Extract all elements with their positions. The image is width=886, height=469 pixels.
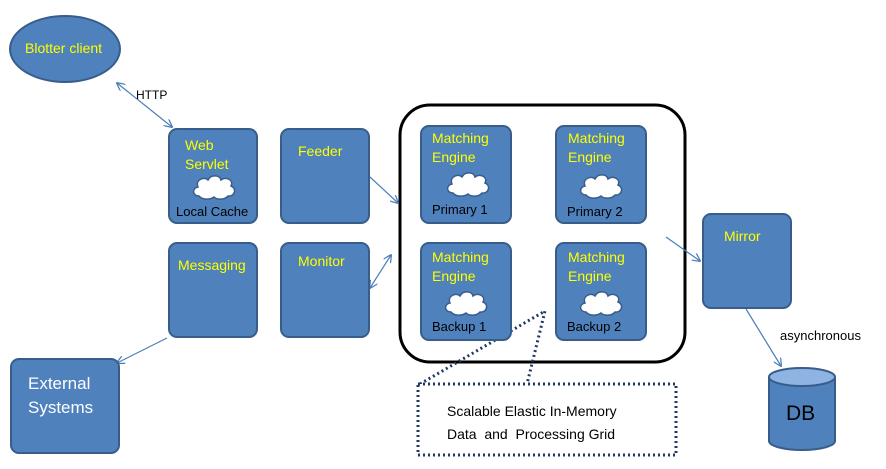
blotter-web-connector: [117, 83, 172, 127]
backup-1-label: Backup 1: [432, 319, 487, 334]
mirror-node: Mirror: [702, 213, 792, 309]
feeder-grid-connector: [369, 176, 398, 203]
feeder-label: Feeder: [298, 143, 343, 159]
backup-2-label: Backup 2: [567, 319, 622, 334]
http-label: HTTP: [136, 88, 168, 102]
grid-mirror-connector: [665, 236, 700, 261]
cloud-icon: [444, 291, 488, 316]
primary-1-label: Primary 1: [432, 202, 488, 217]
local-cache-label: Local Cache: [176, 204, 249, 219]
cloud-icon: [446, 172, 490, 197]
monitor-label: Monitor: [298, 253, 345, 269]
external-systems-label: External Systems: [28, 374, 94, 417]
monitor-node: Monitor: [280, 242, 370, 338]
grid-callout-line2: Data and Processing Grid: [447, 426, 616, 442]
asynchronous-label: asynchronous: [780, 328, 861, 343]
blotter-client-label: Blotter client: [25, 40, 103, 56]
matching-engine-backup-2: Matching Engine Backup 2: [555, 242, 647, 341]
matching-engine-label: Matching Engine: [568, 130, 625, 165]
monitor-grid-connector: [370, 255, 391, 288]
matching-engine-label: Matching Engine: [432, 130, 489, 165]
cloud-icon: [192, 175, 236, 200]
cloud-icon: [579, 291, 623, 316]
feeder-node: Feeder: [280, 128, 370, 224]
grid-callout-line1: Scalable Elastic In-Memory: [447, 403, 617, 419]
matching-engine-primary-1: Matching Engine Primary 1: [420, 125, 512, 224]
external-systems-node: External Systems: [10, 358, 120, 454]
matching-engine-primary-2: Matching Engine Primary 2: [555, 125, 647, 224]
matching-engine-label: Matching Engine: [432, 249, 489, 284]
callout-box: [416, 382, 678, 457]
messaging-external-connector: [117, 337, 168, 363]
blotter-client-node: Blotter client: [9, 15, 121, 83]
cloud-icon: [579, 174, 623, 199]
primary-2-label: Primary 2: [567, 204, 623, 219]
messaging-label: Messaging: [178, 257, 246, 273]
matching-engine-backup-1: Matching Engine Backup 1: [420, 242, 512, 341]
db-cylinder: [768, 367, 836, 451]
matching-engine-label: Matching Engine: [568, 249, 625, 284]
db-label: DB: [786, 402, 816, 425]
web-servlet-label: Web Servlet: [185, 137, 229, 172]
web-servlet-node: Web Servlet Local Cache: [168, 128, 258, 224]
messaging-node: Messaging: [168, 242, 258, 338]
mirror-db-connector: [745, 308, 781, 366]
mirror-label: Mirror: [724, 228, 761, 244]
